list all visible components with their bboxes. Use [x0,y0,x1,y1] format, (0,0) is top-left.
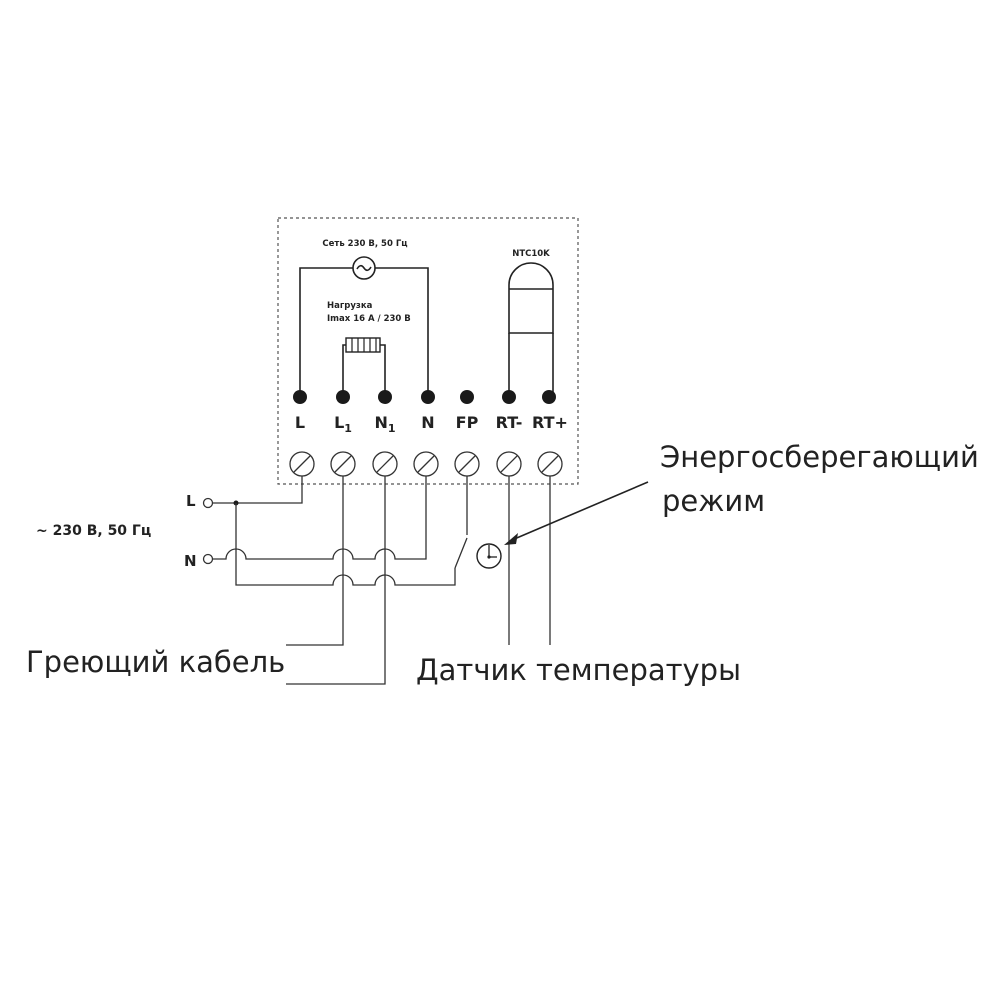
terminal-label: L [295,413,305,432]
screw-terminal-icon[interactable] [537,451,563,477]
load-resistor-icon [345,337,381,353]
contact-rt-plus [542,390,556,404]
load-wire-left [342,344,346,396]
energy-saving-label-line2: режим [662,484,765,518]
temperature-sensor-label: Датчик температуры [416,653,741,687]
load-label-line1: Нагрузка [327,301,373,311]
screw-terminal-icon[interactable] [496,451,522,477]
mains-n-terminal[interactable] [202,553,214,565]
ntc-sensor-icon [508,262,554,334]
clock-timer-icon [476,543,502,569]
screw-terminal-icon[interactable] [289,451,315,477]
mains-l-label: L [186,492,196,510]
terminal-label: RT+ [532,413,568,432]
sensor-model-label: NTC10K [512,249,550,259]
terminal-label: FP [456,413,479,432]
terminal-label: L1 [334,413,352,435]
ac-source-icon [352,256,376,280]
terminal-labels: L L1 N1 N FP RT- RT+ [295,413,568,435]
supply-wire-right [375,267,429,396]
terminal-label: RT- [496,413,523,432]
contact-n1 [378,390,392,404]
contact-fp [460,390,474,404]
contact-rt-minus [502,390,516,404]
screw-terminal-icon[interactable] [372,451,398,477]
screw-terminal-icon[interactable] [413,451,439,477]
external-wiring [212,476,551,685]
terminal-label: N [421,413,434,432]
switch-icon [454,476,468,569]
load-label-line2: Imax 16 A / 230 B [327,314,411,324]
load-wire-right [380,344,386,396]
heating-cable-label: Греющий кабель [26,645,285,679]
screw-terminal-icon[interactable] [330,451,356,477]
screw-terminals [289,451,563,477]
terminal-label: N1 [374,413,395,435]
supply-wire-left [299,267,353,396]
contact-n [421,390,435,404]
mains-l-terminal[interactable] [202,497,214,509]
contact-l1 [336,390,350,404]
screw-terminal-icon[interactable] [454,451,480,477]
energy-saving-label-line1: Энергосберегающий [660,440,979,474]
supply-label: Сеть 230 В, 50 Гц [322,239,407,249]
contact-l [293,390,307,404]
mains-n-label: N [184,552,197,570]
mains-supply-label: ~ 230 В, 50 Гц [36,523,151,539]
terminal-contacts [293,390,556,404]
device-enclosure [277,217,579,485]
energy-saving-arrow [504,481,649,545]
